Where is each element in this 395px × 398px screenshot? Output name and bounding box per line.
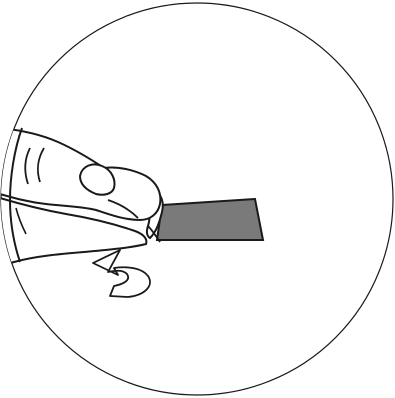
curved-arrow-icon	[93, 250, 150, 297]
fingers-icon	[0, 128, 160, 266]
peel-strip	[157, 199, 263, 240]
